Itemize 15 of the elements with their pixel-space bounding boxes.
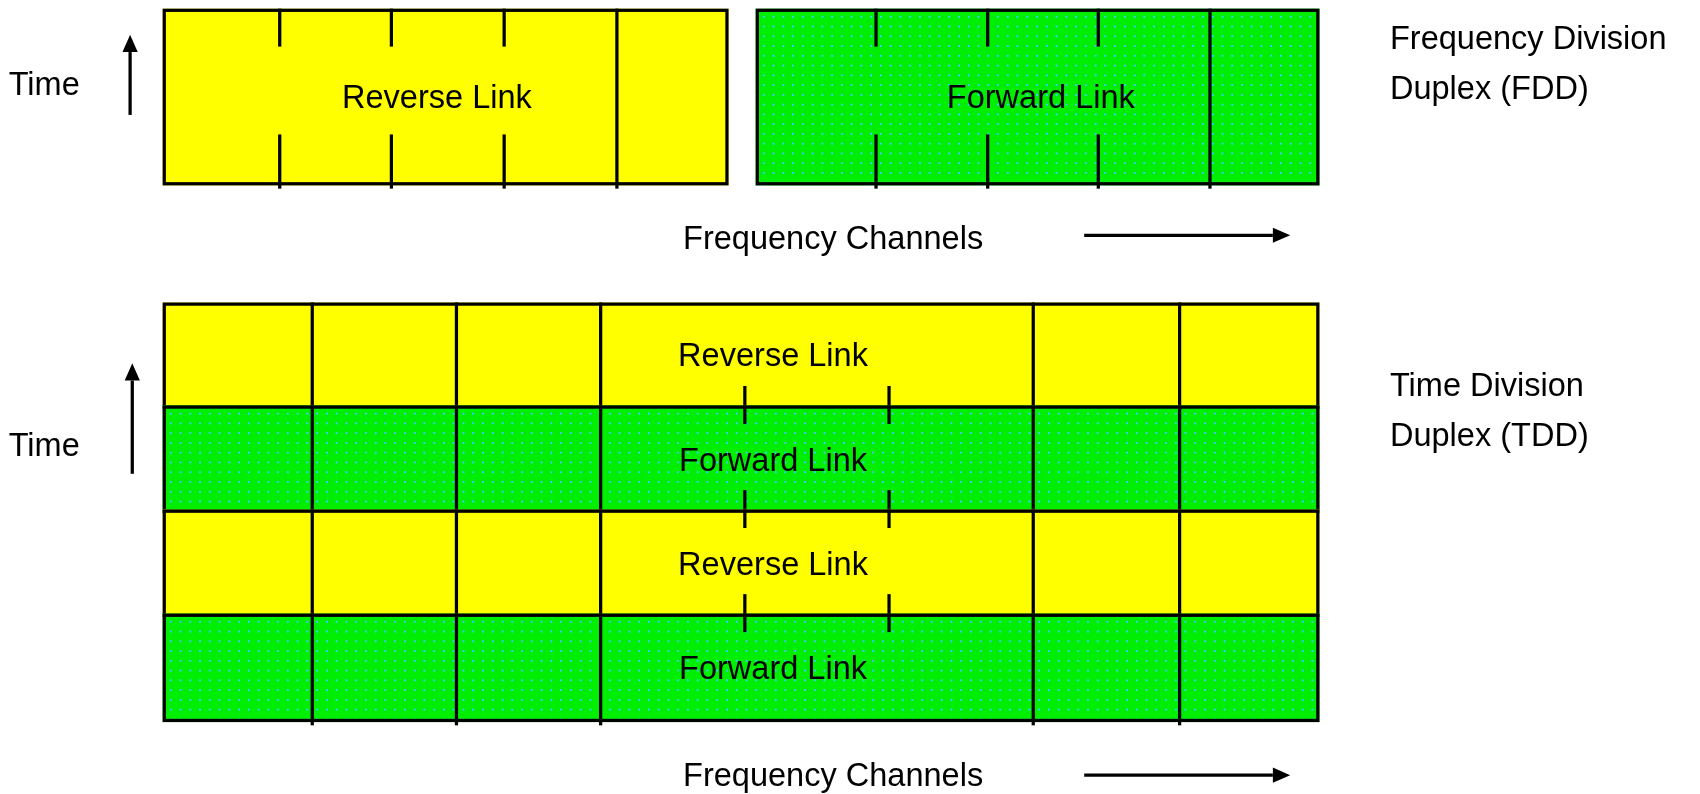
band-label: Forward Link — [945, 78, 1136, 116]
band-label: Reverse Link — [677, 544, 869, 582]
axis-label: Time — [8, 426, 81, 465]
forward-link-band — [162, 613, 1320, 723]
duplex-label: Time Division Duplex (TDD) — [1389, 365, 1590, 455]
duplex-label: Frequency Division Duplex (FDD) — [1389, 18, 1668, 108]
axis-label: Frequency Channels — [683, 219, 985, 258]
axis-label: Frequency Channels — [683, 755, 985, 794]
axis-label: Time — [8, 65, 81, 104]
forward-link-band — [755, 8, 1320, 186]
band-label: Reverse Link — [677, 337, 869, 375]
band-label: Forward Link — [678, 440, 869, 478]
band-label: Reverse Link — [341, 78, 533, 116]
band-label: Forward Link — [678, 649, 869, 687]
reverse-link-band — [162, 8, 729, 186]
